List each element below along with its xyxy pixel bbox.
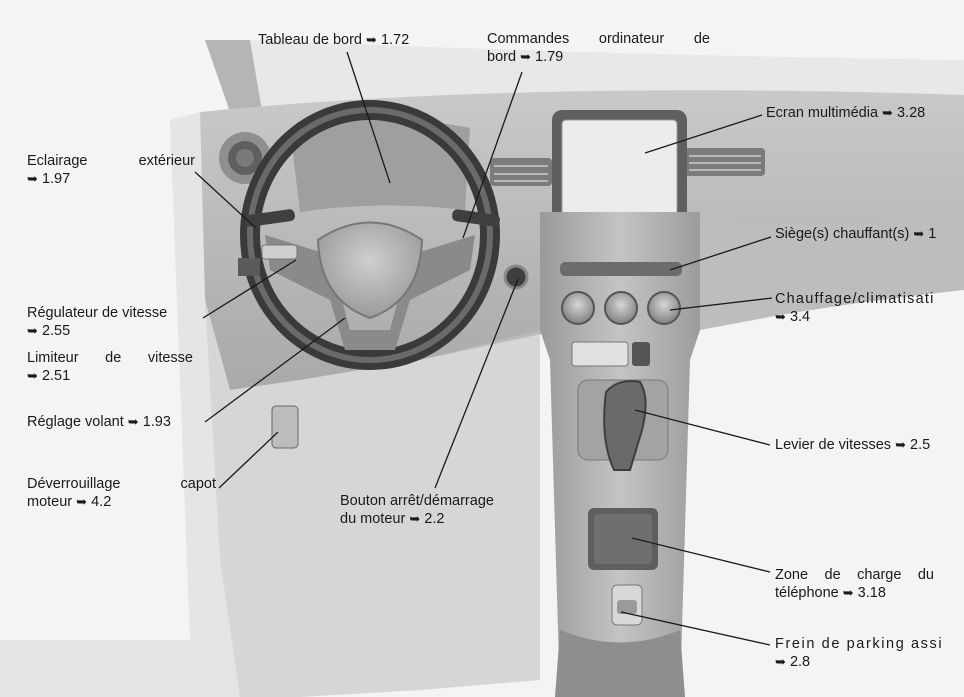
- heated-seat-strip: [560, 262, 682, 276]
- arrow-icon: ➥: [27, 172, 38, 187]
- callout-deverrouillage-capot: Déverrouillage capot moteur ➥ 4.2: [27, 475, 216, 512]
- callout-levier-vitesses: Levier de vitesses ➥ 2.5: [775, 436, 930, 455]
- arrow-icon: ➥: [76, 495, 87, 510]
- callout-bouton-demarrage: Bouton arrêt/démarrage du moteur ➥ 2.2: [340, 492, 494, 529]
- arrow-icon: ➥: [913, 227, 924, 242]
- callout-commandes-ordinateur: Commandes ordinateur de bord ➥ 1.79: [487, 30, 710, 67]
- arrow-icon: ➥: [775, 310, 786, 325]
- arrow-icon: ➥: [843, 586, 854, 601]
- hood-release-lever: [272, 406, 298, 448]
- arrow-icon: ➥: [27, 369, 38, 384]
- callout-chauffage-climatisation: Chauffage/climatisati ➥ 3.4: [775, 290, 935, 327]
- console-buttons: [572, 342, 628, 366]
- callout-tableau-de-bord: Tableau de bord ➥ 1.72: [258, 31, 409, 50]
- callout-reglage-volant: Réglage volant ➥ 1.93: [27, 413, 171, 432]
- callout-regulateur-vitesse: Régulateur de vitesse ➥ 2.55: [27, 304, 167, 341]
- callout-limiteur-vitesse: Limiteur de vitesse ➥ 2.51: [27, 349, 193, 386]
- arrow-icon: ➥: [520, 50, 531, 65]
- climate-knobs: [562, 292, 680, 324]
- callout-sieges-chauffants: Siège(s) chauffant(s) ➥ 1: [775, 225, 936, 244]
- callout-ecran-multimedia: Ecran multimédia ➥ 3.28: [766, 104, 925, 123]
- callout-zone-charge: Zone de charge du téléphone ➥ 3.18: [775, 566, 934, 603]
- arrow-icon: ➥: [775, 655, 786, 670]
- arrow-icon: ➥: [366, 33, 377, 48]
- arrow-icon: ➥: [128, 415, 139, 430]
- arrow-icon: ➥: [27, 324, 38, 339]
- arrow-icon: ➥: [895, 438, 906, 453]
- arrow-icon: ➥: [882, 106, 893, 121]
- callout-frein-parking: Frein de parking assi ➥ 2.8: [775, 635, 943, 672]
- arrow-icon: ➥: [409, 512, 420, 527]
- left-switch-panel: [238, 258, 260, 276]
- callout-eclairage-exterieur: Eclairage extérieur ➥ 1.97: [27, 152, 195, 189]
